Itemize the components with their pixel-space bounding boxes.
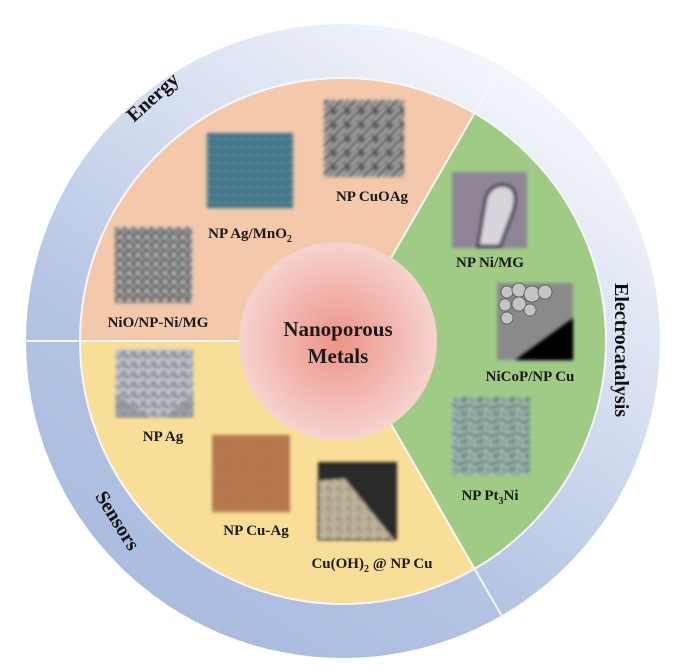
label-cu-oh2-sub: 2 (364, 564, 369, 575)
sem-image-np-cuoag (324, 100, 404, 177)
label-np-pt3ni-sub: 3 (499, 496, 504, 507)
sem-dark-corner (515, 318, 573, 360)
sem-image-np-ag-mno2 (207, 133, 293, 208)
center-title-line2: Metals (308, 344, 369, 368)
center-circle (239, 242, 437, 440)
item-np-ni-mg: NP Ni/MG (452, 172, 527, 271)
sem-cube-shadow (116, 395, 193, 417)
sem-needle-region (318, 478, 395, 540)
sem-image-np-cu-ag (212, 435, 290, 512)
sem-image-np-pt3ni (452, 397, 530, 475)
sem-spheres (498, 282, 553, 325)
svg-text:Cu(OH)2 @ NP Cu: Cu(OH)2 @ NP Cu (311, 556, 432, 575)
label-cu-oh2-np-cu: Cu(OH) (311, 556, 364, 572)
label-np-ag: NP Ag (143, 429, 184, 445)
sem-image-nio-np-ni-mg (115, 227, 192, 303)
label-np-ni-mg: NP Ni/MG (456, 255, 524, 271)
sem-wire-shape (476, 183, 517, 248)
label-np-pt3ni-post: Ni (504, 488, 519, 504)
label-np-ag-mno2-sub: 2 (287, 234, 292, 245)
item-np-pt3ni: NP Pt3Ni (452, 397, 530, 507)
item-np-cuoag: NP CuOAg (324, 100, 409, 205)
svg-text:NP Pt3Ni: NP Pt3Ni (461, 488, 518, 507)
label-np-cuoag: NP CuOAg (336, 189, 409, 205)
item-np-cu-ag: NP Cu-Ag (212, 435, 290, 539)
item-np-ag: NP Ag (116, 349, 193, 445)
label-nio-np-ni-mg: NiO/NP-Ni/MG (108, 315, 209, 331)
label-cu-oh2-post: @ NP Cu (369, 556, 433, 572)
label-nicop-np-cu: NiCoP/NP Cu (486, 369, 575, 385)
item-nicop-np-cu: NiCoP/NP Cu (486, 282, 575, 385)
svg-text:NP Ag/MnO2: NP Ag/MnO2 (208, 226, 292, 245)
label-np-cu-ag: NP Cu-Ag (223, 523, 289, 539)
item-nio-np-ni-mg: NiO/NP-Ni/MG (108, 227, 209, 331)
center-title-line1: Nanoporous (283, 317, 392, 341)
sector-title-electrocatalysis: Electrocatalysis (610, 283, 632, 417)
item-np-ag-mno2: NP Ag/MnO2 (207, 133, 293, 245)
label-np-pt3ni: NP Pt (461, 488, 498, 504)
label-np-ag-mno2: NP Ag/MnO (208, 226, 287, 242)
item-cu-oh2-np-cu: Cu(OH)2 @ NP Cu (311, 462, 433, 575)
